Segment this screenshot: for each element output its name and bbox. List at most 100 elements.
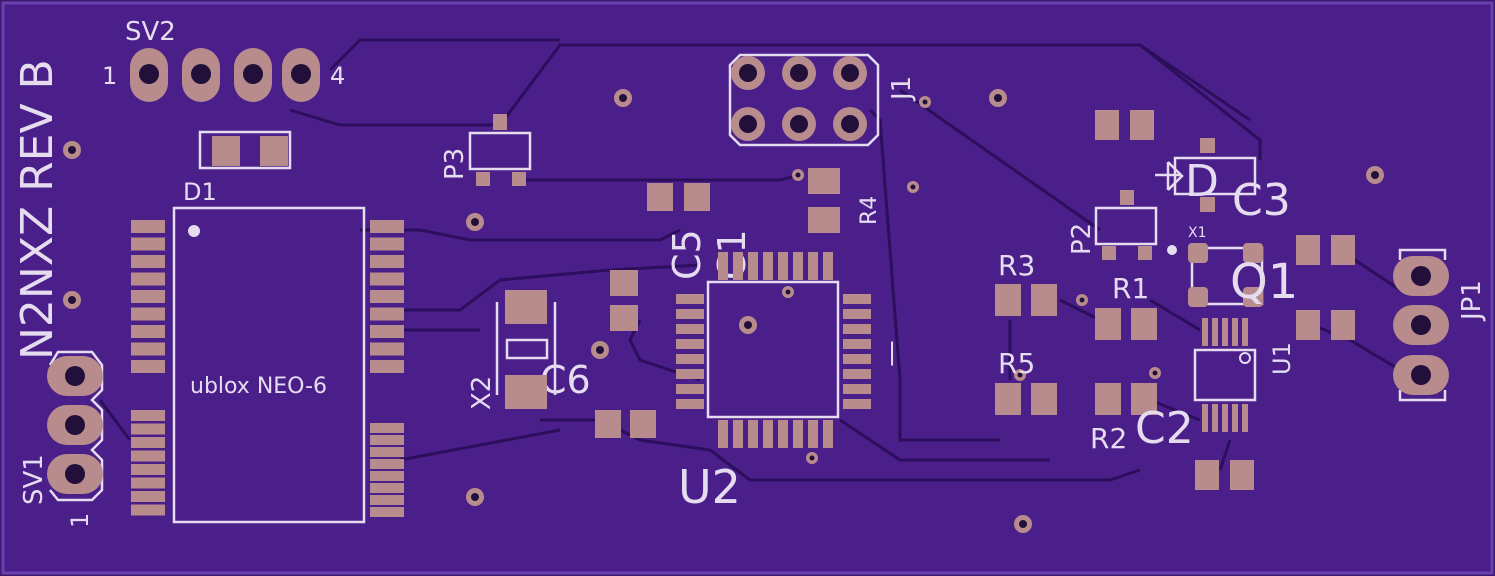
x2-label: X2 <box>467 376 497 410</box>
u2-label: U2 <box>678 460 741 514</box>
p3-transistor: P3 <box>440 114 532 186</box>
vias <box>63 89 1384 533</box>
r4-label: R4 <box>857 196 882 225</box>
smd-pad <box>1232 318 1238 346</box>
smd-pad <box>370 307 404 321</box>
r5-label: R5 <box>998 347 1035 380</box>
smd-pad <box>131 290 165 303</box>
smd-pad <box>718 252 728 280</box>
smd-pad <box>718 420 728 448</box>
smd-pad <box>131 307 165 321</box>
smd-pad <box>370 423 404 433</box>
board-title: N2NXZ REV B <box>12 59 63 360</box>
c2-label: C2 <box>1135 403 1194 454</box>
smd-pad <box>370 435 404 445</box>
smd-pad <box>131 423 165 435</box>
smd-pad <box>843 324 871 334</box>
smd-pad <box>733 420 743 448</box>
sv2-pin1-label: 1 <box>102 62 117 90</box>
smd-pad <box>370 220 404 233</box>
smd-pad <box>778 252 788 280</box>
smd-pad <box>843 339 871 349</box>
smd-pad <box>370 447 404 457</box>
smd-pad <box>676 369 704 379</box>
smd-pad <box>1232 404 1238 432</box>
smd-pad <box>131 220 165 233</box>
sv1-label: SV1 <box>19 454 49 505</box>
d2-diode: D C3 <box>1155 138 1291 226</box>
q1-label: Q1 <box>1230 254 1298 310</box>
smd-pad <box>370 459 404 469</box>
smd-pad <box>370 237 404 251</box>
smd-pad <box>748 420 758 448</box>
d2-label: D <box>1185 156 1219 207</box>
smd-pad <box>676 294 704 304</box>
sv1-pin1-label: 1 <box>66 513 94 528</box>
d1-diode: D1 <box>183 130 292 206</box>
smd-pad <box>131 491 165 502</box>
smd-pad <box>676 384 704 394</box>
smd-pad <box>1202 404 1208 432</box>
jp1-label: JP1 <box>1457 280 1487 322</box>
smd-pad <box>843 354 871 364</box>
p2-label: P2 <box>1067 223 1097 255</box>
smd-pad <box>131 504 165 516</box>
sv2-pin4-label: 4 <box>330 62 345 90</box>
sv2-label: SV2 <box>125 17 176 47</box>
c-bottom-capacitor <box>595 410 656 438</box>
smd-pad <box>131 255 165 268</box>
c6-capacitor: C6 <box>540 270 638 402</box>
jp1-jumper: JP1 <box>1393 248 1487 402</box>
smd-pad <box>131 360 165 373</box>
smd-pad <box>676 324 704 334</box>
smd-pad <box>823 420 833 448</box>
module-label: ublox NEO-6 <box>190 374 327 399</box>
r1-label: R1 <box>1112 272 1149 305</box>
sv1-header: SV1 1 <box>19 350 104 528</box>
smd-pad <box>778 420 788 448</box>
j1-header: J1 <box>728 53 917 147</box>
j1-label: J1 <box>887 76 917 102</box>
r1-resistor: R1 <box>1095 272 1157 340</box>
gps-module: ublox NEO-6 <box>131 206 404 524</box>
smd-pad <box>131 450 165 462</box>
smd-pad <box>131 237 165 251</box>
smd-pad <box>131 272 165 286</box>
smd-pad <box>843 384 871 394</box>
r2-resistor: R2 C2 <box>1090 383 1194 455</box>
smd-pad <box>370 272 404 286</box>
smd-pad <box>843 369 871 379</box>
x2-crystal: X2 <box>467 290 557 410</box>
smd-pad <box>131 325 165 338</box>
smd-pad <box>370 255 404 268</box>
smd-pad <box>1242 318 1248 346</box>
smd-pad <box>370 483 404 493</box>
smd-pad <box>131 342 165 356</box>
smd-pad <box>808 420 818 448</box>
d1-label: D1 <box>183 178 217 206</box>
sv2-header: SV2 1 4 <box>102 17 345 102</box>
smd-pad <box>131 410 165 421</box>
smd-pad <box>1222 404 1228 432</box>
c1-label: C1 <box>710 229 754 280</box>
smd-pad <box>676 309 704 319</box>
smd-pad <box>370 471 404 481</box>
smd-pad <box>131 464 165 475</box>
smd-pad <box>763 252 773 280</box>
u1-label: U1 <box>1268 342 1296 375</box>
smd-pad <box>676 339 704 349</box>
p3-label: P3 <box>440 148 470 180</box>
smd-pad <box>1202 318 1208 346</box>
u1-ic: U1 <box>1193 318 1296 432</box>
smd-pad <box>370 360 404 373</box>
smd-pad <box>370 507 404 517</box>
r5-resistor: R5 <box>995 347 1057 415</box>
smd-pad <box>823 252 833 280</box>
smd-pad <box>370 290 404 303</box>
smd-pad <box>1212 318 1218 346</box>
c5-capacitor: C5 C1 <box>647 183 754 280</box>
c-right-pads <box>1195 235 1355 490</box>
copper-traces <box>98 38 1420 482</box>
smd-pad <box>748 252 758 280</box>
smd-pad <box>676 399 704 409</box>
